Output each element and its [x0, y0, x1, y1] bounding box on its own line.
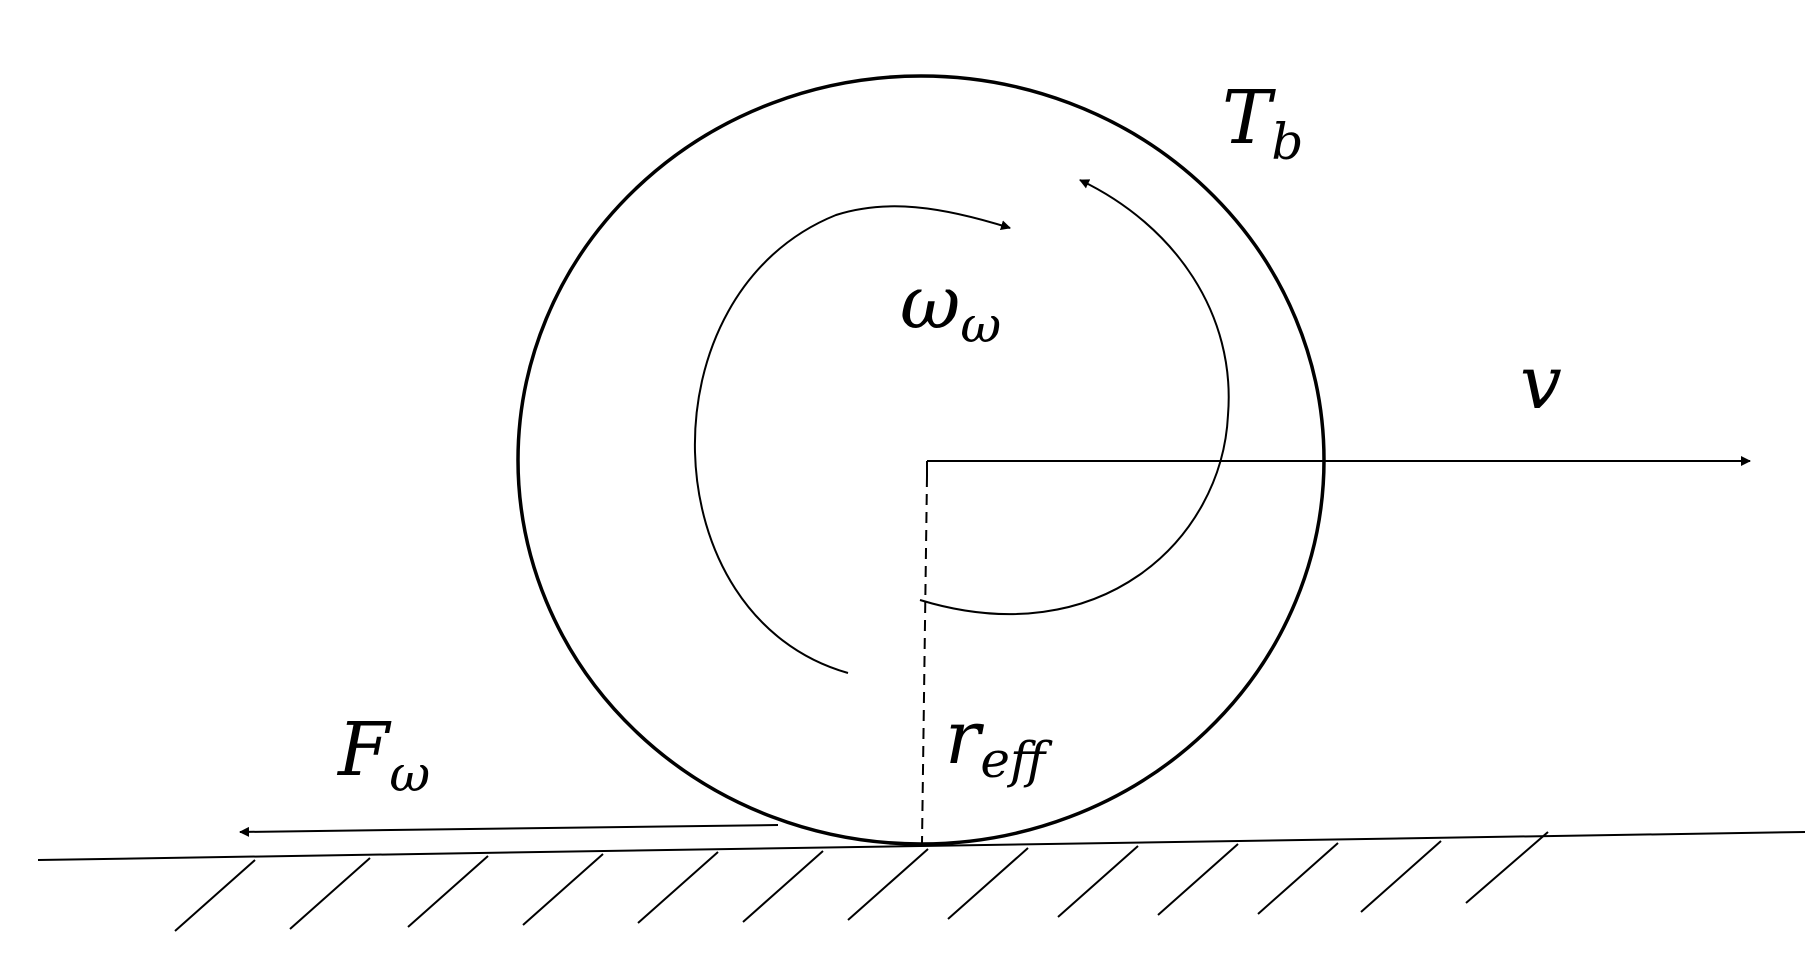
velocity-label: v — [1520, 340, 1562, 426]
angular-velocity-label: ωω — [900, 260, 1001, 354]
brake-torque-label: Tb — [1222, 75, 1303, 171]
ground-hatch — [174, 831, 1549, 932]
ground-line — [37, 831, 1806, 861]
wheel-force-label: Fω — [336, 707, 430, 803]
brake-torque-arrow — [919, 179, 1230, 616]
angular-velocity-arrow — [694, 205, 1011, 674]
effective-radius-label: reff — [945, 695, 1053, 789]
wheel-force-arrow — [239, 824, 779, 837]
effective-radius-line — [921, 475, 928, 844]
